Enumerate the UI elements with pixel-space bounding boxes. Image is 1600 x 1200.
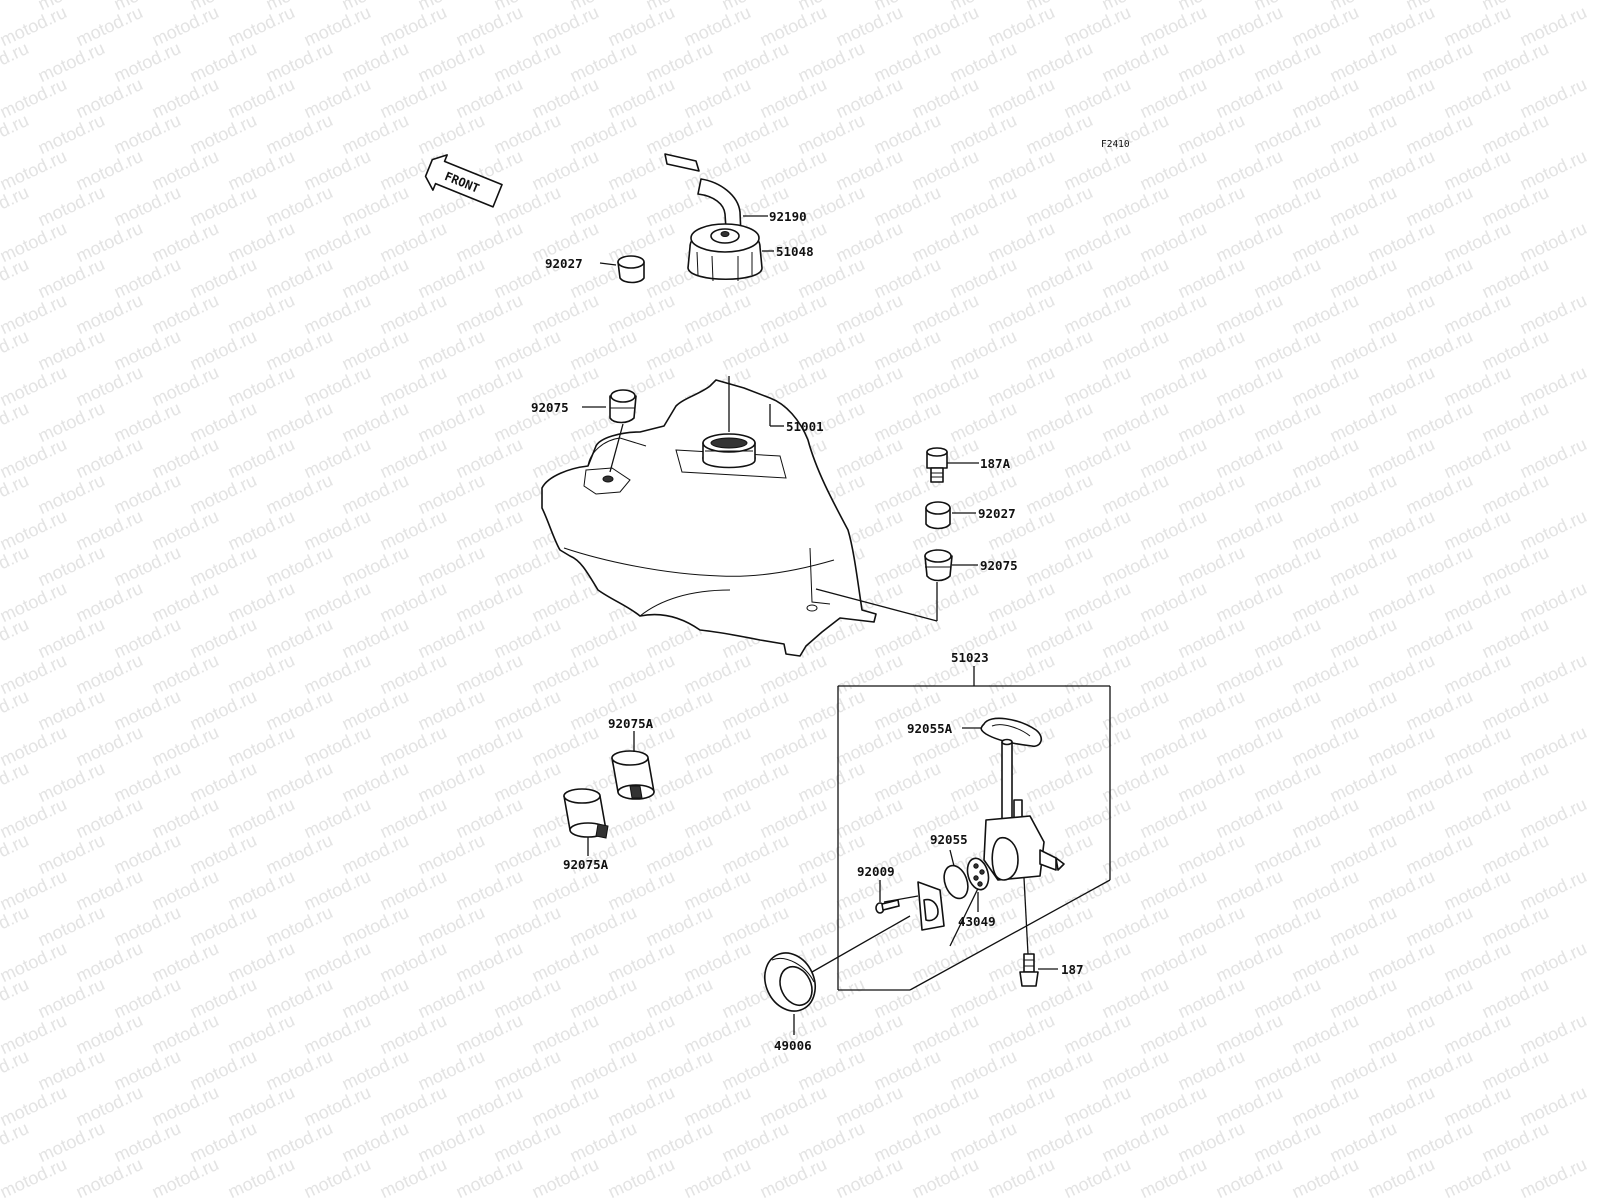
fuel-cock-assembly-bracket xyxy=(837,666,1111,991)
label-51023: 51023 xyxy=(951,650,989,665)
sleeve-92075A-bottom xyxy=(563,788,609,856)
o-ring-92055 xyxy=(943,849,969,900)
label-49006: 49006 xyxy=(774,1038,812,1053)
label-187: 187 xyxy=(1061,962,1084,977)
seal-49006 xyxy=(764,915,911,1035)
fuel-cock xyxy=(949,738,1065,955)
label-51001: 51001 xyxy=(786,419,824,434)
label-92027-right: 92027 xyxy=(978,506,1016,521)
bolt-187A xyxy=(926,447,979,483)
front-arrow-icon: FRONT xyxy=(424,154,503,208)
collar-right xyxy=(925,501,976,530)
fuel-cap xyxy=(687,223,774,282)
label-92075A-top: 92075A xyxy=(608,716,654,731)
label-92009: 92009 xyxy=(857,864,895,879)
sleeve-92075A-top xyxy=(611,731,655,800)
collar-left xyxy=(599,255,645,284)
figure-code: F2410 xyxy=(1101,139,1130,150)
label-92075A-bottom: 92075A xyxy=(563,857,609,872)
gasket-92055A xyxy=(962,717,1043,748)
label-92075-left: 92075 xyxy=(531,400,569,415)
label-92055: 92055 xyxy=(930,832,968,847)
label-187A: 187A xyxy=(980,456,1011,471)
filter-43049 xyxy=(966,857,990,912)
lever-plate xyxy=(883,881,945,931)
screw-92009 xyxy=(875,880,900,914)
fuel-tank xyxy=(541,376,938,657)
bolt-187 xyxy=(1019,953,1058,987)
label-92055A: 92055A xyxy=(907,721,953,736)
label-92075-right: 92075 xyxy=(980,558,1018,573)
label-51048: 51048 xyxy=(776,244,814,259)
label-92027-left: 92027 xyxy=(545,256,583,271)
grommet-left xyxy=(582,389,637,424)
label-43049: 43049 xyxy=(958,914,996,929)
label-92190: 92190 xyxy=(769,209,807,224)
grommet-right xyxy=(924,549,978,582)
